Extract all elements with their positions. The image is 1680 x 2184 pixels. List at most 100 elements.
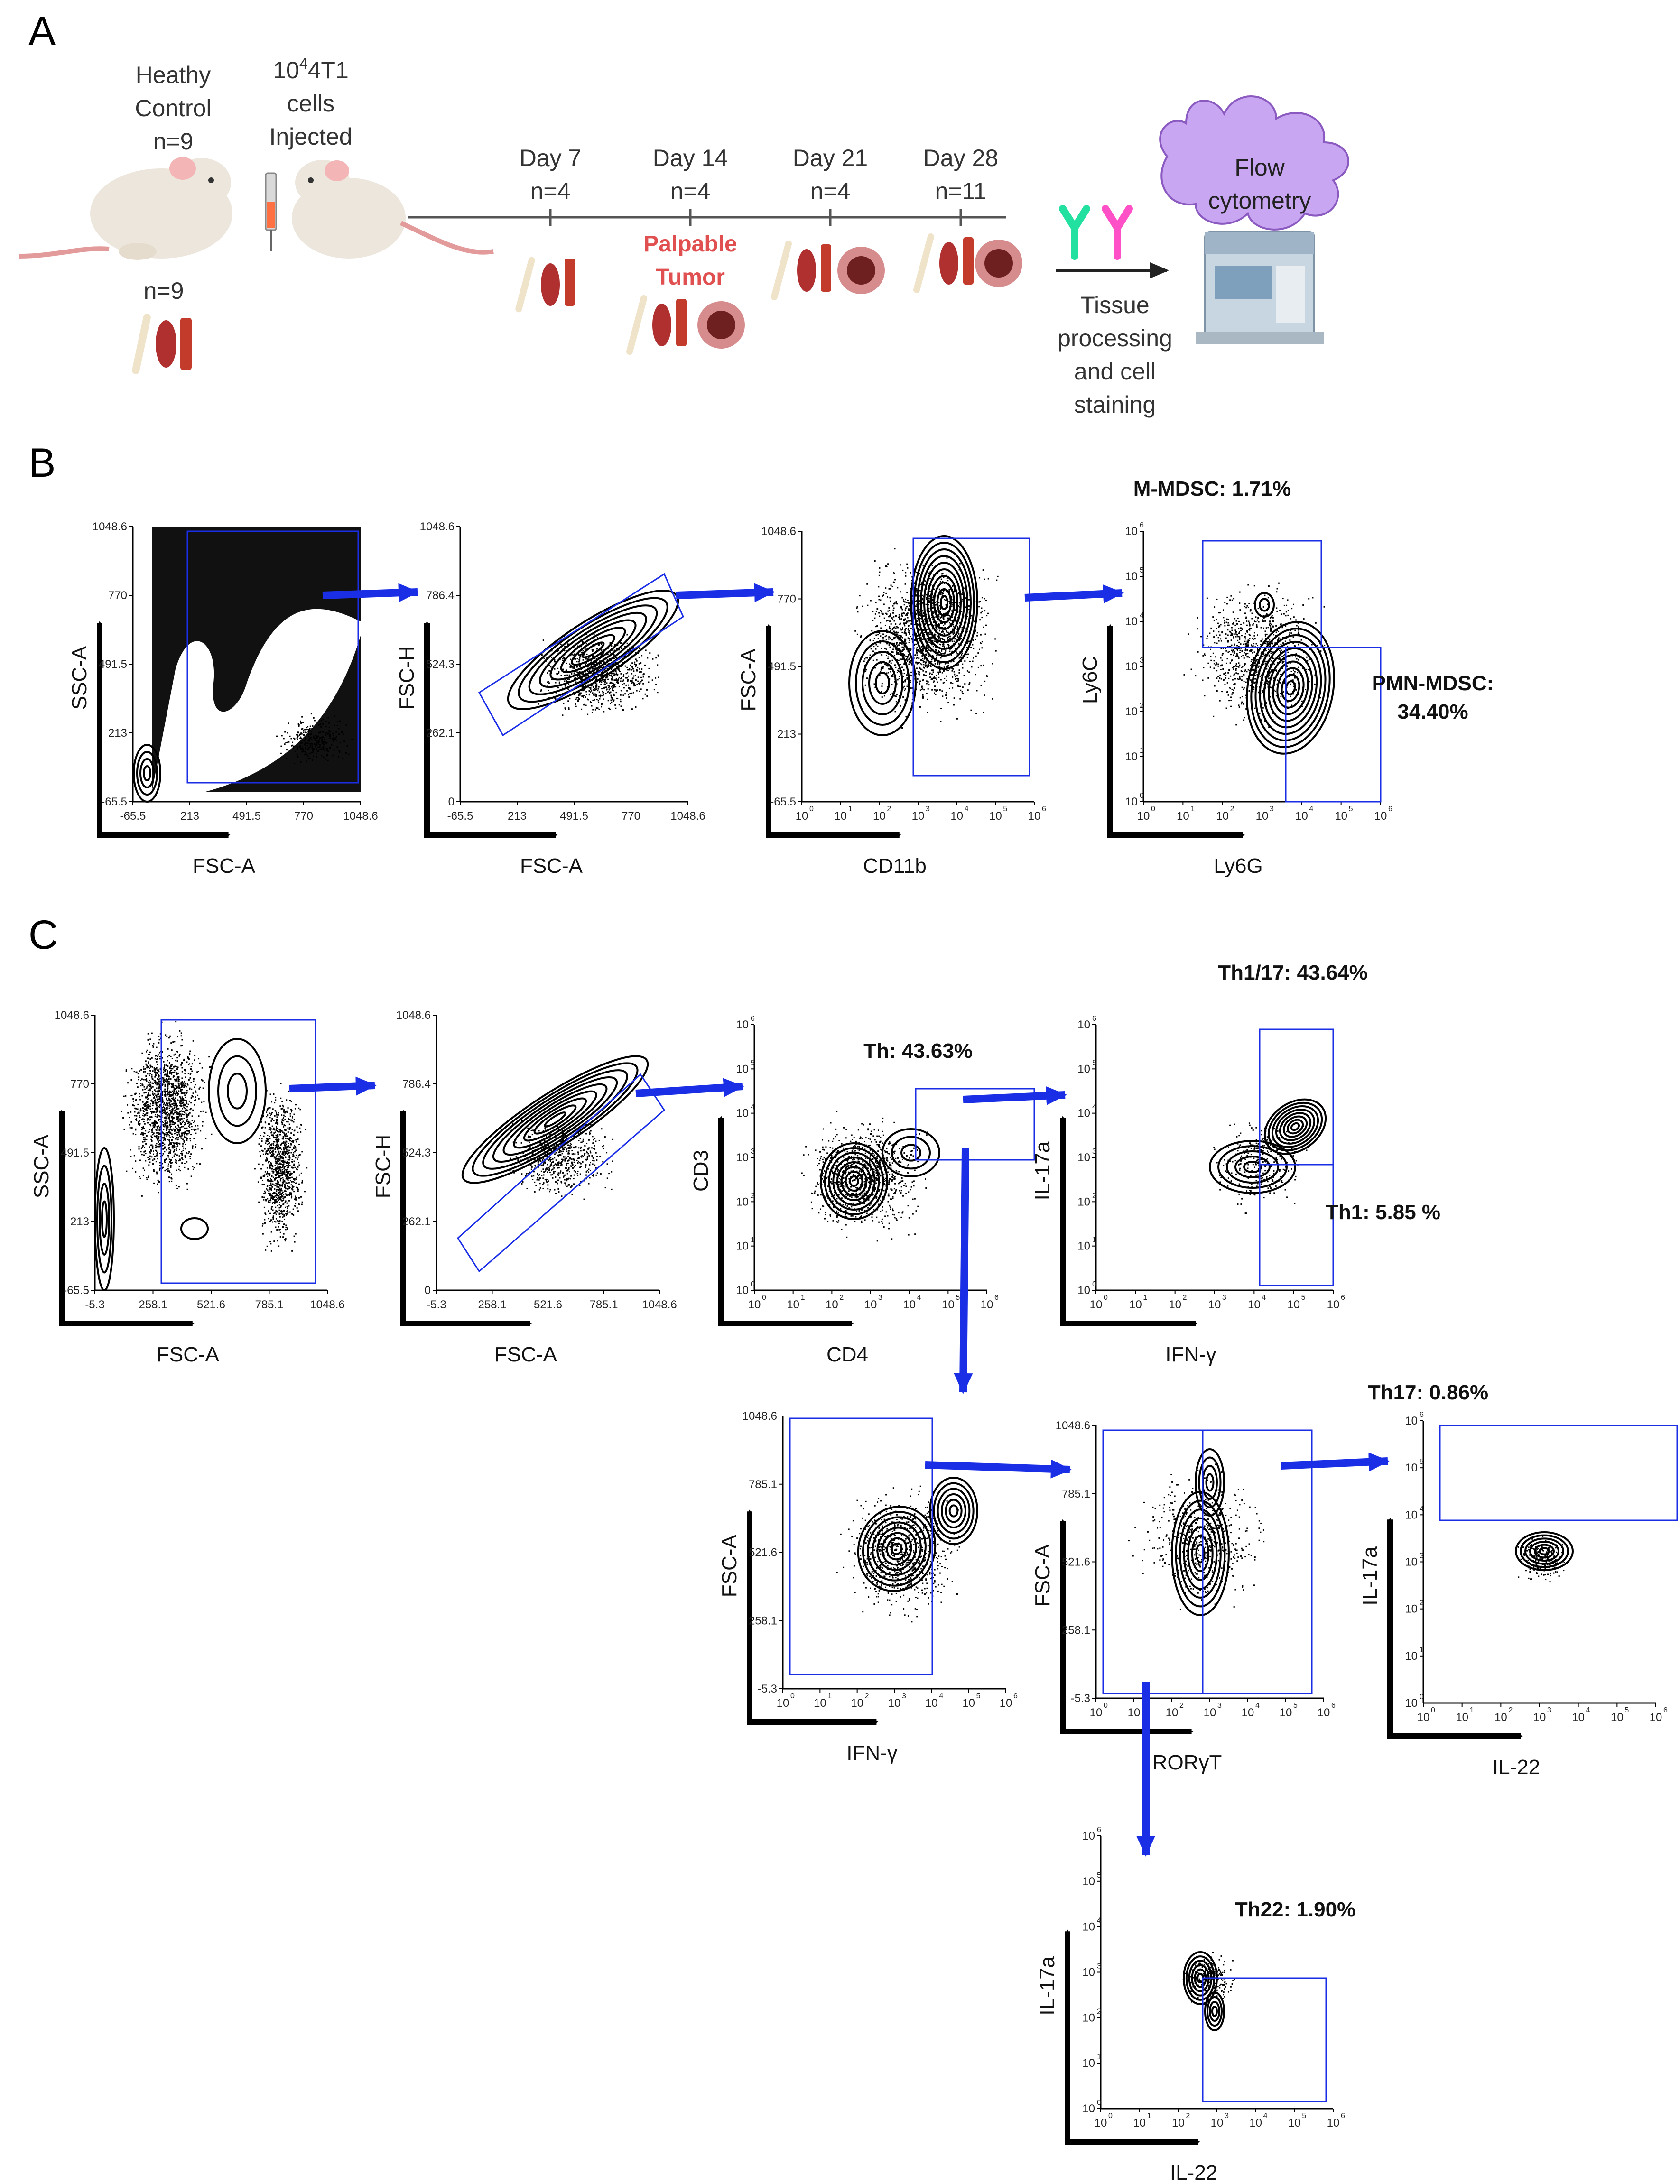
event-dot bbox=[592, 709, 594, 711]
event-dot bbox=[913, 643, 915, 645]
event-dot bbox=[567, 674, 569, 676]
y-tick-exponent: 1 bbox=[1140, 747, 1144, 755]
event-dot bbox=[892, 612, 894, 614]
x-tick-label: 10 bbox=[1095, 2117, 1107, 2129]
event-dot bbox=[957, 678, 959, 680]
event-dot bbox=[876, 625, 878, 627]
event-dot bbox=[191, 1120, 193, 1121]
event-dot bbox=[163, 1133, 165, 1135]
event-dot bbox=[955, 638, 956, 640]
event-dot bbox=[1275, 635, 1277, 637]
event-dot bbox=[953, 704, 955, 706]
event-dot bbox=[908, 663, 910, 665]
event-dot bbox=[646, 695, 648, 697]
event-dot bbox=[933, 612, 935, 614]
event-dot bbox=[1227, 622, 1229, 624]
x-axis-label: Ly6G bbox=[1214, 854, 1263, 878]
event-dot bbox=[930, 661, 932, 663]
event-dot bbox=[889, 667, 891, 669]
event-dot bbox=[889, 588, 891, 590]
event-dot bbox=[633, 670, 635, 672]
event-dot bbox=[149, 1064, 151, 1066]
event-dot bbox=[169, 1125, 171, 1127]
event-dot bbox=[1228, 624, 1230, 626]
palpable-tumor-label-2: Tumor bbox=[656, 265, 725, 290]
event-dot bbox=[1263, 617, 1265, 619]
event-dot bbox=[598, 667, 600, 669]
event-dot bbox=[180, 1082, 182, 1083]
density-contour bbox=[920, 555, 968, 650]
tissue-icons-day21 bbox=[770, 240, 885, 301]
event-dot bbox=[1250, 665, 1252, 666]
event-dot bbox=[174, 1149, 176, 1151]
event-dot bbox=[611, 668, 613, 670]
event-dot bbox=[174, 1053, 176, 1055]
event-dot bbox=[173, 1104, 175, 1106]
event-dot bbox=[922, 670, 924, 672]
density-contour bbox=[139, 758, 155, 788]
event-dot bbox=[1301, 700, 1303, 702]
event-dot bbox=[926, 648, 928, 649]
event-dot bbox=[915, 595, 917, 597]
event-dot bbox=[892, 581, 894, 583]
event-dot bbox=[955, 676, 956, 677]
event-dot bbox=[169, 1073, 171, 1075]
event-dot bbox=[936, 679, 937, 681]
y-tick-label: -5.3 bbox=[1071, 1692, 1090, 1705]
event-dot bbox=[554, 661, 556, 663]
event-dot bbox=[942, 627, 944, 629]
event-dot bbox=[936, 675, 937, 676]
event-dot bbox=[606, 672, 608, 674]
density-contour bbox=[1276, 667, 1305, 709]
event-dot bbox=[323, 746, 325, 748]
event-dot bbox=[950, 654, 952, 656]
event-dot bbox=[959, 622, 961, 624]
event-dot bbox=[940, 616, 942, 618]
event-dot bbox=[345, 752, 347, 754]
event-dot bbox=[931, 644, 933, 646]
event-dot bbox=[1244, 606, 1246, 608]
event-dot bbox=[177, 1066, 179, 1068]
event-dot bbox=[1251, 674, 1253, 676]
event-dot bbox=[889, 597, 891, 599]
event-dot bbox=[1253, 657, 1254, 658]
event-dot bbox=[615, 707, 617, 709]
event-dot bbox=[1228, 669, 1230, 671]
event-dot bbox=[1227, 619, 1229, 620]
event-dot bbox=[928, 624, 930, 626]
event-dot bbox=[862, 605, 863, 607]
event-dot bbox=[144, 1137, 146, 1139]
event-dot bbox=[123, 1129, 125, 1130]
x-axis-label: IL-22 bbox=[1170, 2161, 1217, 2184]
event-dot bbox=[906, 677, 908, 679]
event-dot bbox=[602, 653, 603, 655]
event-dot bbox=[974, 620, 976, 622]
density-contour bbox=[875, 672, 890, 694]
event-dot bbox=[915, 605, 917, 607]
event-dot bbox=[910, 702, 912, 704]
event-dot bbox=[890, 613, 891, 615]
event-dot bbox=[1229, 687, 1231, 689]
event-dot bbox=[956, 611, 958, 613]
event-dot bbox=[566, 662, 567, 664]
event-dot bbox=[579, 657, 581, 659]
y-tick-label: 10 bbox=[1082, 2011, 1095, 2024]
event-dot bbox=[611, 678, 613, 680]
event-dot bbox=[1197, 617, 1198, 619]
event-dot bbox=[150, 1086, 152, 1088]
event-dot bbox=[919, 641, 921, 643]
event-dot bbox=[1216, 663, 1217, 665]
event-dot bbox=[604, 674, 606, 676]
x-tick-label: 10 bbox=[851, 1697, 863, 1710]
x-tick-exponent: 3 bbox=[878, 1294, 882, 1302]
x-axis-label: IFN-γ bbox=[846, 1741, 898, 1765]
event-dot bbox=[319, 749, 321, 750]
event-dot bbox=[943, 599, 945, 601]
event-dot bbox=[1232, 679, 1234, 681]
event-dot bbox=[929, 673, 931, 675]
event-dot bbox=[1309, 648, 1311, 650]
event-dot bbox=[547, 672, 548, 674]
event-dot bbox=[195, 1144, 197, 1146]
event-dot bbox=[151, 1101, 153, 1102]
